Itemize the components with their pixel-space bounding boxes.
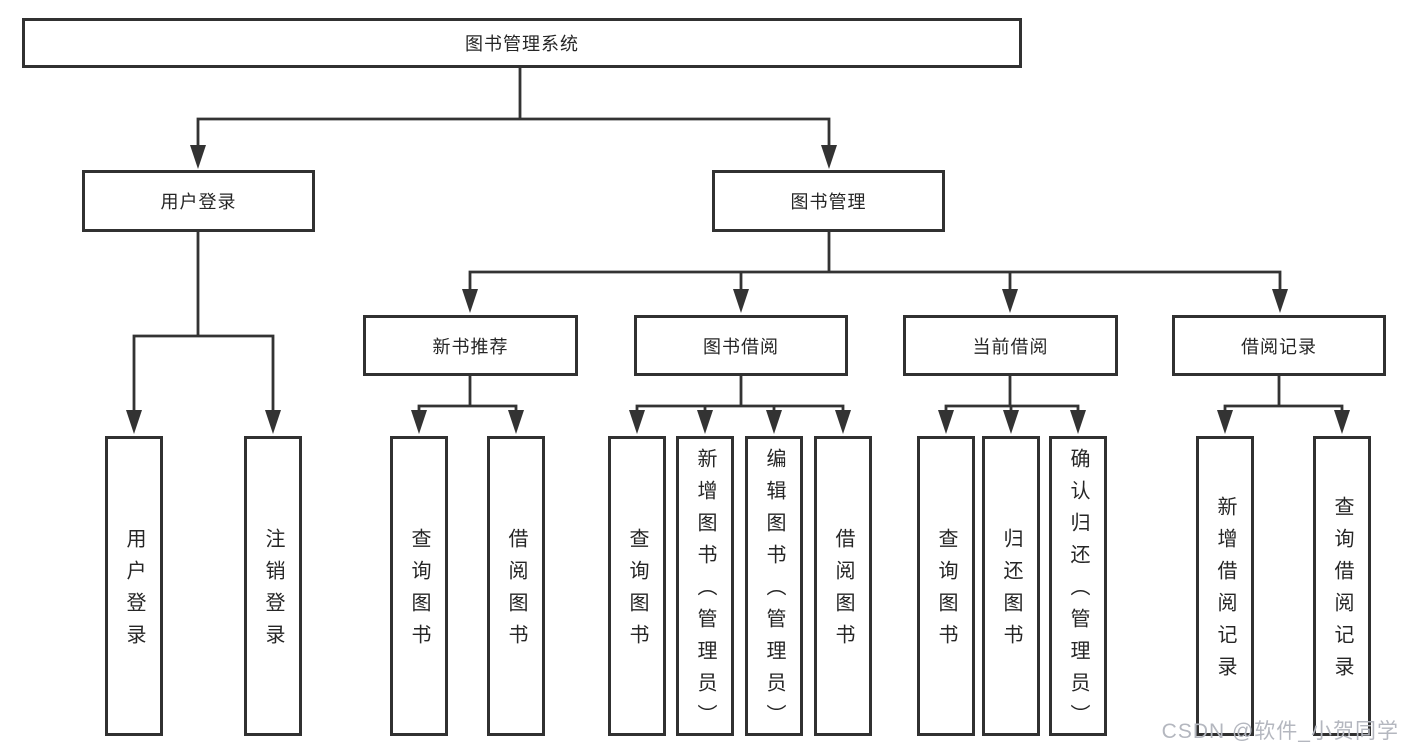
- leaf-label: 用户登录: [123, 528, 145, 656]
- arrowheads: [126, 145, 1350, 434]
- leaf-label: 编辑图书（管理员）: [763, 448, 785, 736]
- node-new-book-recommend: 新书推荐: [363, 315, 578, 376]
- leaf-logout: 注销登录: [244, 436, 302, 736]
- csdn-watermark: CSDN @软件_小贺同学: [1161, 720, 1399, 743]
- leaf-label: 查询借阅记录: [1331, 496, 1353, 688]
- node-borrow-records: 借阅记录: [1172, 315, 1386, 376]
- leaf-query-borrow-record: 查询借阅记录: [1313, 436, 1371, 736]
- leaf-label: 新增图书（管理员）: [694, 448, 716, 736]
- leaf-query-books-current: 查询图书: [917, 436, 975, 736]
- leaf-borrow-books-recommend: 借阅图书: [487, 436, 545, 736]
- leaf-return-books: 归还图书: [982, 436, 1040, 736]
- leaf-label: 借阅图书: [832, 528, 854, 656]
- node-book-borrowing: 图书借阅: [634, 315, 848, 376]
- leaf-confirm-return-admin: 确认归还（管理员）: [1049, 436, 1107, 736]
- leaf-query-books-borrowing: 查询图书: [608, 436, 666, 736]
- leaf-label: 确认归还（管理员）: [1067, 448, 1089, 736]
- leaf-label: 查询图书: [408, 528, 430, 656]
- leaf-label: 借阅图书: [505, 528, 527, 656]
- leaf-edit-books-admin: 编辑图书（管理员）: [745, 436, 803, 736]
- leaf-label: 归还图书: [1000, 528, 1022, 656]
- node-current-borrowing: 当前借阅: [903, 315, 1118, 376]
- leaf-label: 注销登录: [262, 528, 284, 656]
- leaf-query-books-recommend: 查询图书: [390, 436, 448, 736]
- leaf-add-books-admin: 新增图书（管理员）: [676, 436, 734, 736]
- leaf-user-login: 用户登录: [105, 436, 163, 736]
- node-user-login: 用户登录: [82, 170, 315, 232]
- leaf-add-borrow-record: 新增借阅记录: [1196, 436, 1254, 736]
- node-library-system: 图书管理系统: [22, 18, 1022, 68]
- leaf-label: 查询图书: [935, 528, 957, 656]
- leaf-label: 查询图书: [626, 528, 648, 656]
- leaf-label: 新增借阅记录: [1214, 496, 1236, 688]
- leaf-borrow-books: 借阅图书: [814, 436, 872, 736]
- node-book-management: 图书管理: [712, 170, 945, 232]
